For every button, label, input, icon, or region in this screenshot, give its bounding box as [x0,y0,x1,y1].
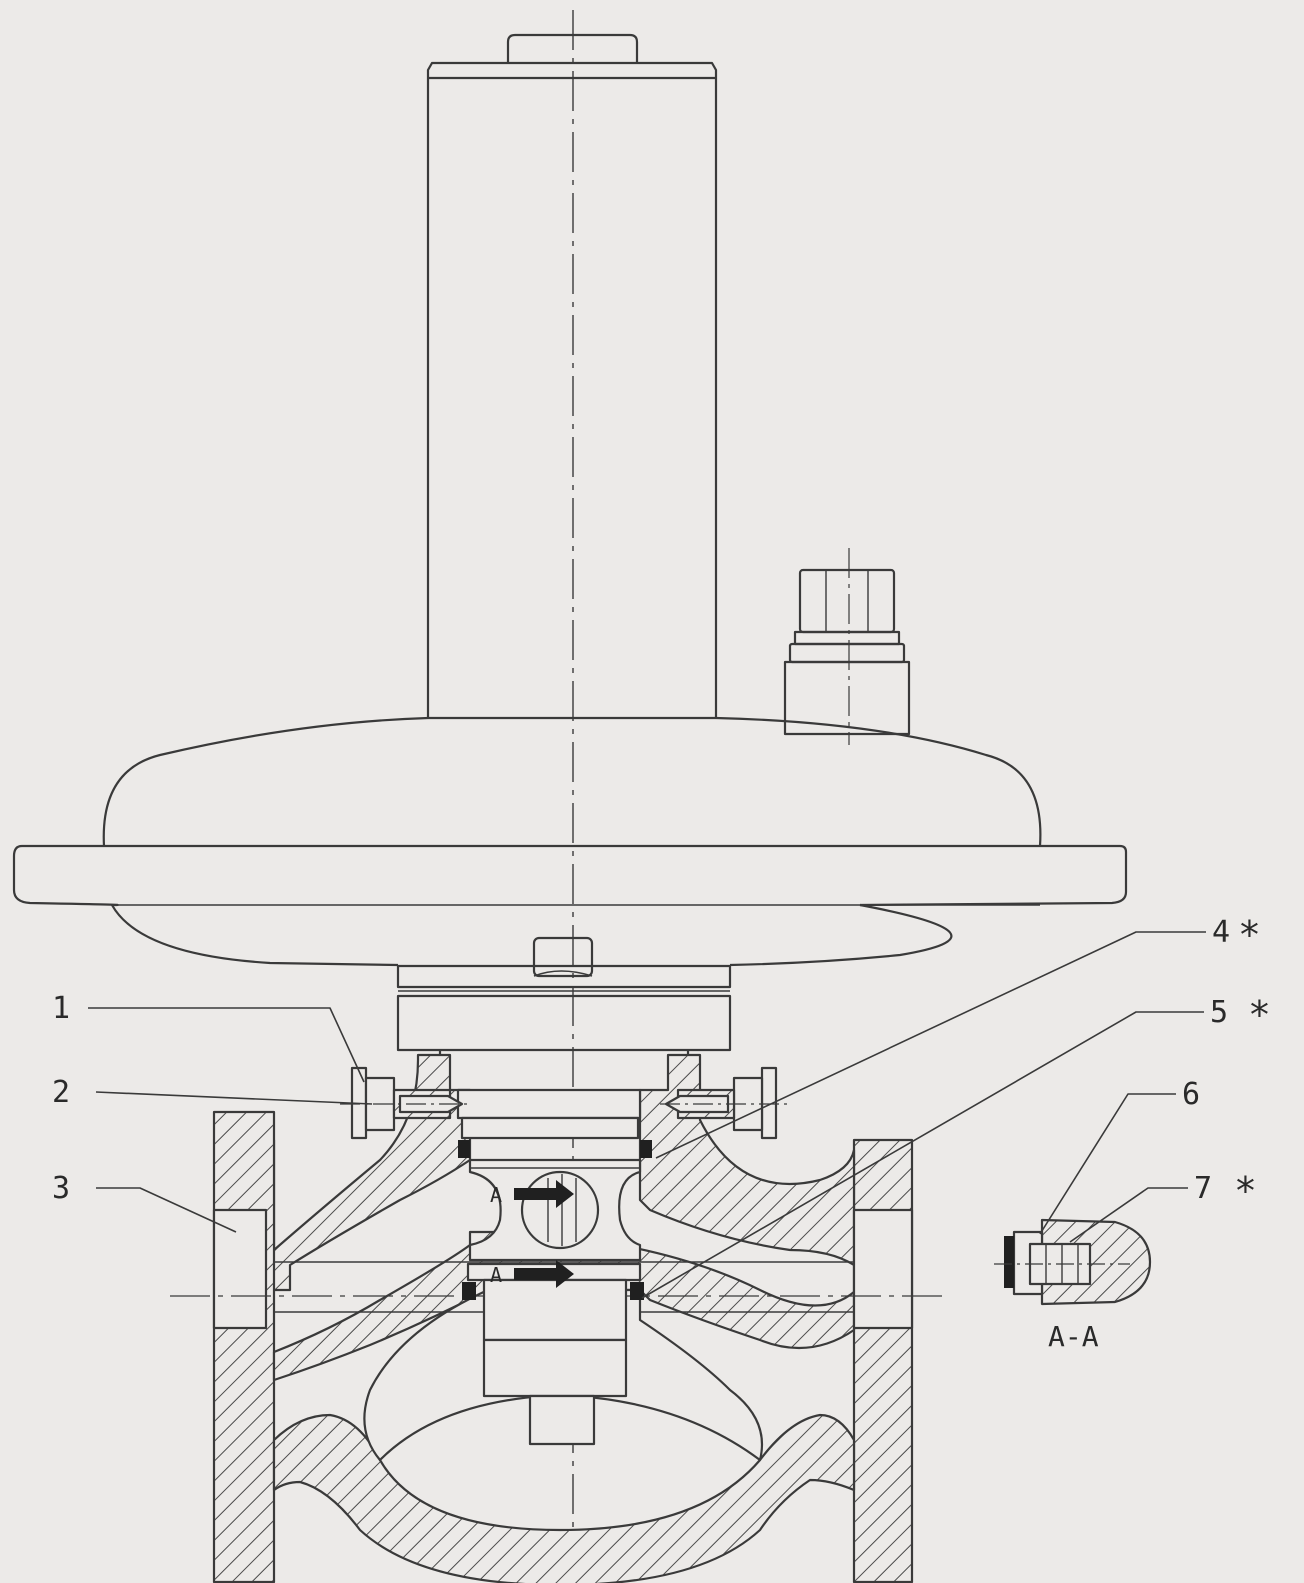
section-arrow-label-upper: A [490,1183,502,1207]
section-view-label: A-A [1048,1320,1099,1353]
label-part-2: 2 [52,1075,70,1110]
spare-mark-7: * [1234,1169,1257,1213]
flange-bore [212,1208,914,1330]
stem-stub [532,936,594,978]
spring-housing [426,33,718,718]
tube-fitting [783,548,911,745]
intermediate-flange [396,964,732,1090]
spare-mark-4: * [1238,913,1261,957]
leader-lines [88,931,1206,1299]
section-arrow-label-lower: A [490,1263,502,1287]
o-ring-seals [458,1140,652,1300]
label-part-7: 7 [1194,1171,1212,1206]
label-part-4: 4 [1212,915,1230,950]
valve-cage [456,1088,642,1446]
section-aa-detail [994,1218,1152,1306]
screw-plug-right [660,1066,790,1140]
diaphragm-casing [12,716,1128,967]
label-part-5: 5 [1210,995,1228,1030]
label-part-3: 3 [52,1171,70,1206]
section-arrows [514,1180,574,1288]
label-part-6: 6 [1182,1077,1200,1112]
part-labels: 1 2 3 4 * 5 * 6 7 * A A A-A [52,913,1271,1353]
spare-mark-5: * [1248,993,1271,1037]
label-part-1: 1 [52,991,70,1026]
